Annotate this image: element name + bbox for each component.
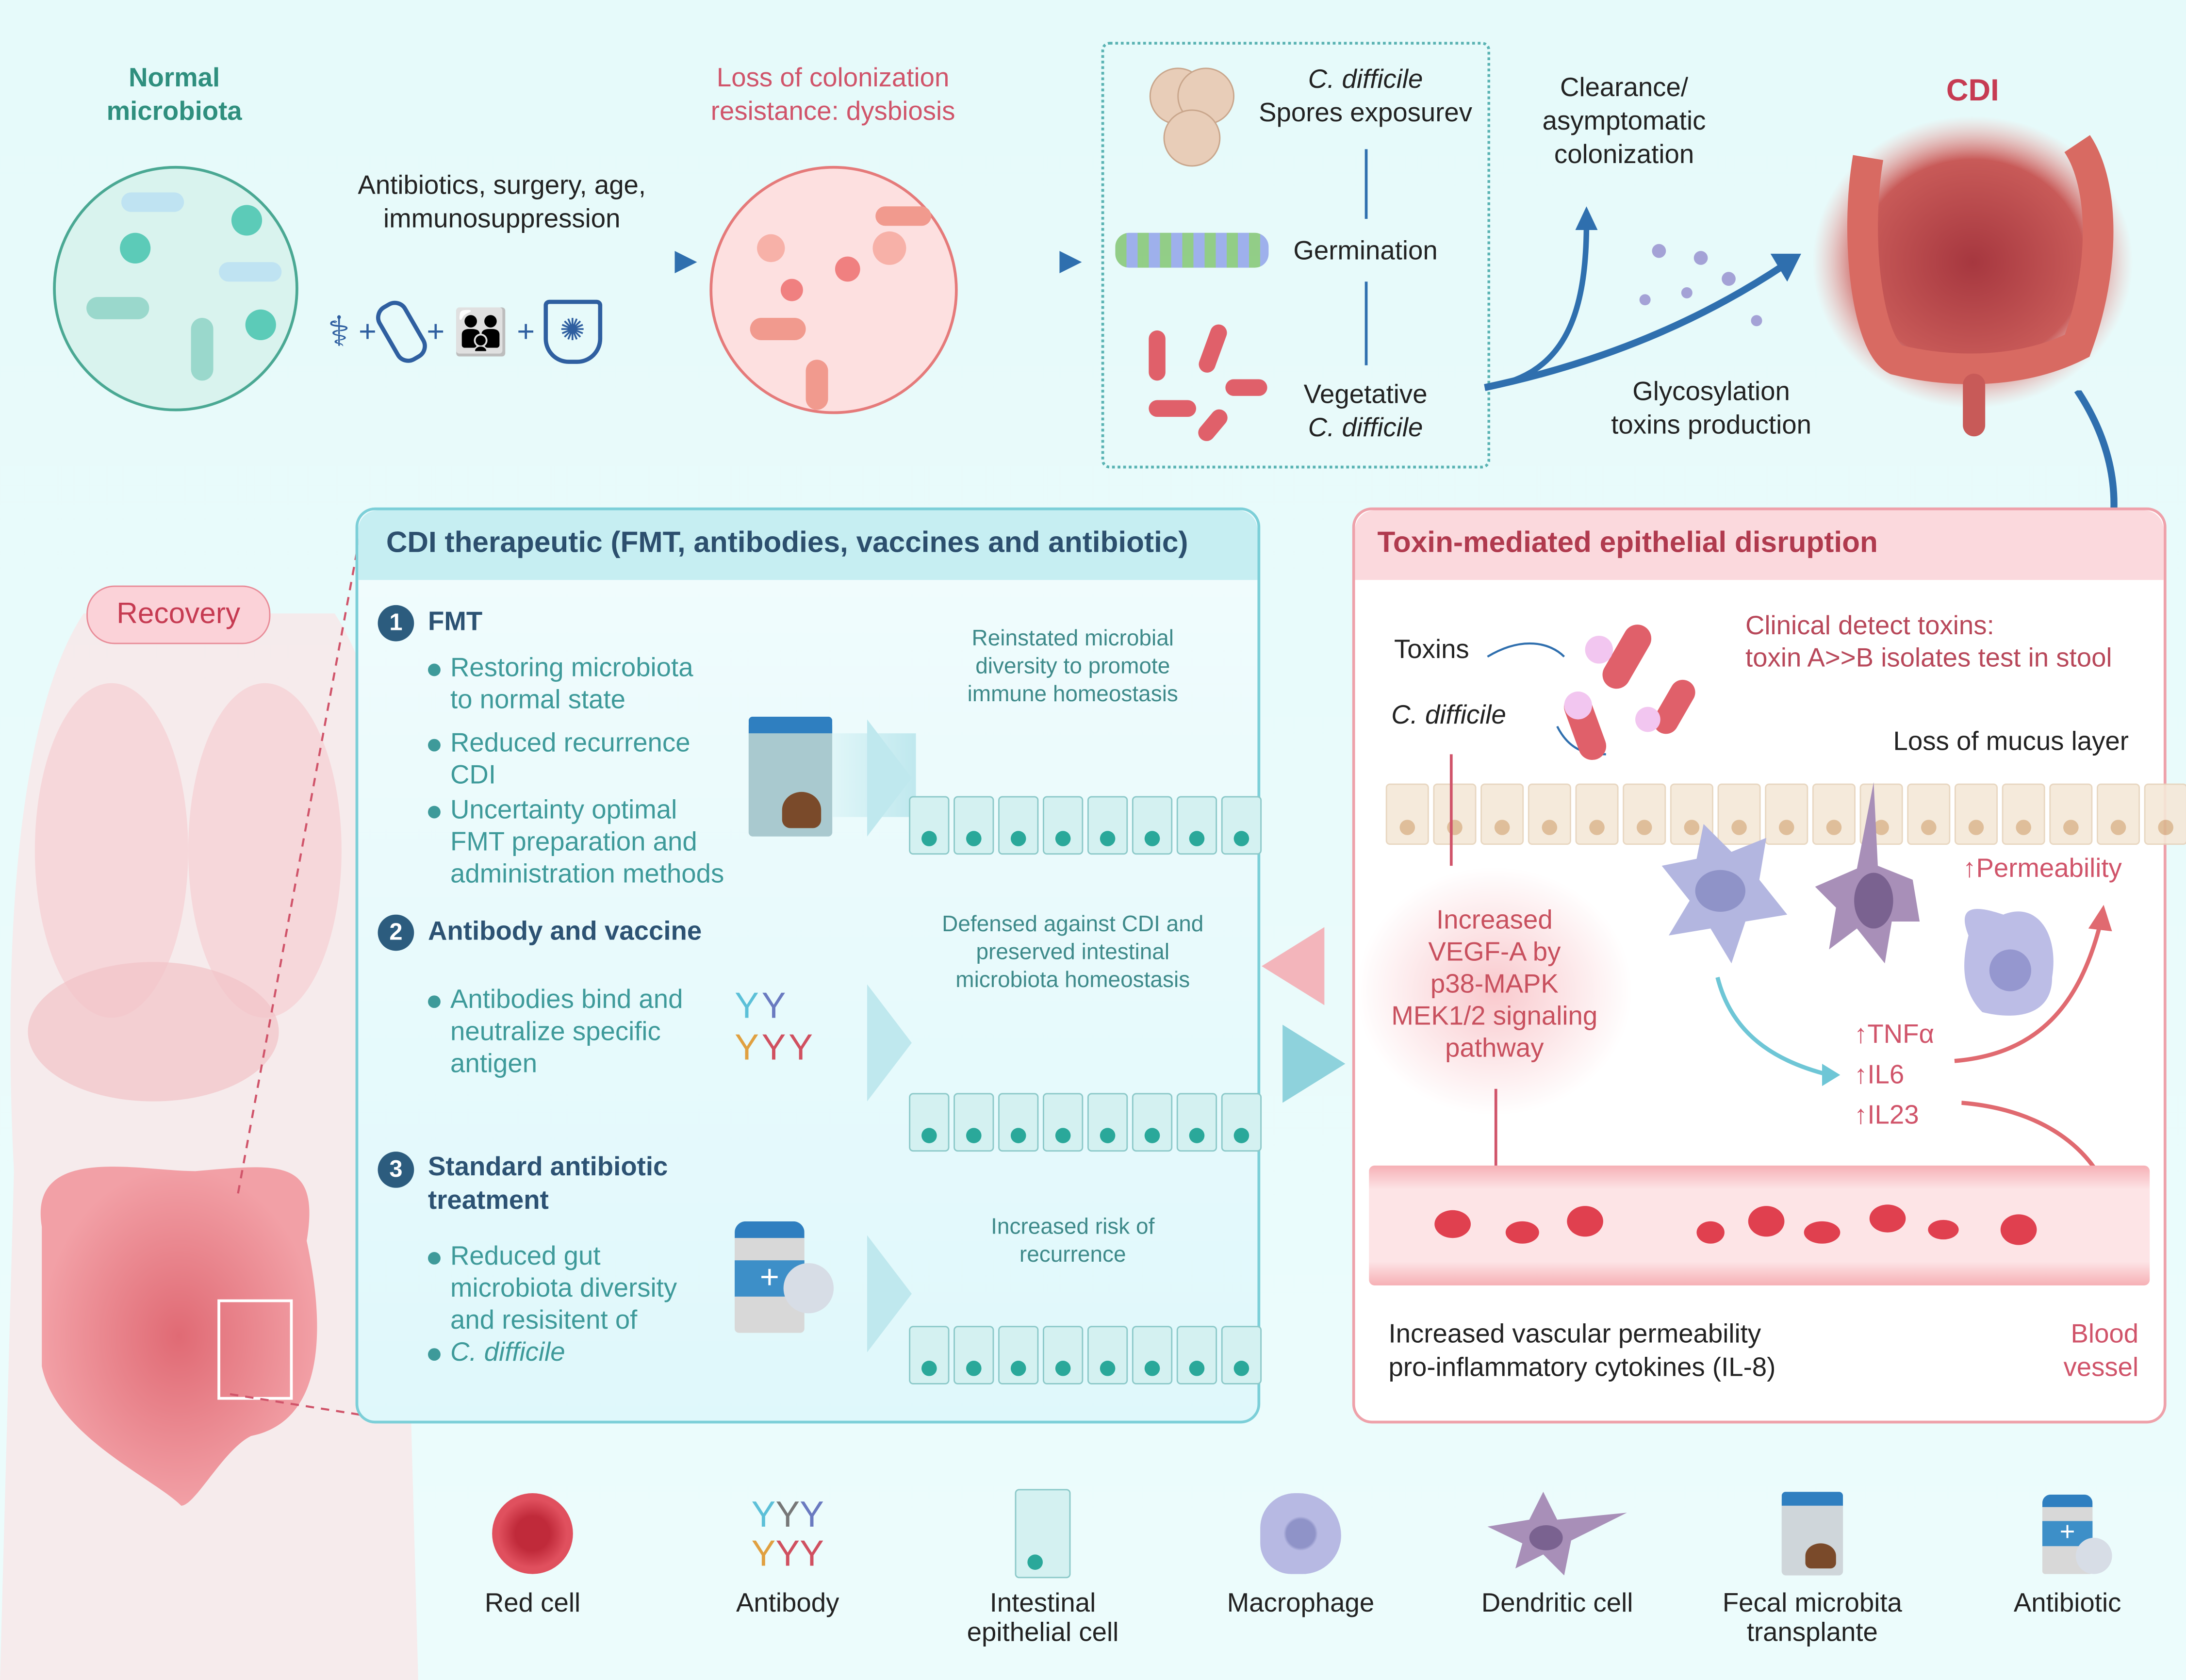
plus: + [359,313,377,349]
bullet: Restoring microbiota to normal state [428,653,724,717]
clinical-detection-text: Clinical detect toxins: toxin A>>B isola… [1745,612,2112,674]
legend-macrophage: Macrophage [1182,1478,1419,1620]
bullet: Uncertainty optimal FMT preparation and … [428,795,724,891]
epithelium-protected [909,1093,1262,1152]
section-fmt: 1 FMT Restoring microbiota to normal stat… [378,605,724,891]
vegetative-bacteria-icon [1149,324,1267,441]
causes-label: Antibiotics, surgery, age, immunosuppres… [358,171,646,234]
antibiotic-icon: + [2042,1494,2112,1574]
cytokine-il6: ↑IL6 [1854,1061,1905,1090]
zoom-guide-lines [230,536,363,1416]
cytokines-list: ↑TNFα ↑IL6 ↑IL23 [1854,1015,1934,1136]
arrow-down [1449,754,1453,866]
epithelium-healthy [909,796,1262,855]
outcome-text: Reinstated microbial diversity to promot… [967,627,1178,707]
arrow-right [976,251,1082,274]
vegf-text: Increased VEGF-A by p38-MAPK MEK1/2 sign… [1391,906,1598,1064]
bullet-species: C. difficile [428,1337,677,1369]
recovery-label: Recovery [86,585,271,644]
section-title: Antibody and vaccine [428,917,702,947]
arrow-down [1494,1088,1497,1201]
section-antibiotic: 3 Standard antibiotic treatment Reduced g… [378,1152,677,1369]
clearance-label: Clearance/ asymptomatic colonization [1542,74,1706,170]
legend-dendritic-cell: Dendritic cell [1439,1478,1676,1620]
therapeutic-title: CDI therapeutic (FMT, antibodies, vaccin… [386,527,1188,560]
fecal-jar-icon [1781,1492,1843,1576]
outcome-arrows [1484,206,1801,391]
virus-shield-icon: ✺ [543,299,602,364]
arrow-left [1262,927,1325,1005]
arrow-down [1364,149,1368,219]
immune-cells [1661,782,2112,1087]
family-icon: 👪 [453,307,509,357]
dendritic-cell-icon [1487,1492,1627,1576]
arrow-right [1282,1024,1346,1103]
spores-icon [1149,67,1235,167]
pill-icon [783,1263,834,1314]
plus: + [517,313,535,349]
cdifficile-label: C. difficile [1391,701,1506,731]
toxins-label: Toxins [1394,636,1469,665]
germination-icon [1115,232,1269,268]
outcome-text: Defensed against CDI and preserved intes… [942,913,1204,993]
legend-epithelial-cell: Intestinal epithelial cell [924,1478,1161,1648]
legend-fecal-transplant: Fecal microbita transplante [1694,1478,1931,1648]
cytokine-il23: ↑IL23 [1854,1101,1919,1131]
section-title: Standard antibiotic treatment [428,1153,668,1216]
red-cell-icon [492,1493,573,1574]
epithelial-cell-icon [1015,1489,1071,1579]
legend-red-cell: Red cell [414,1478,651,1620]
epithelium-disrupted [909,1326,1262,1384]
macrophage-icon [1260,1493,1341,1574]
cdi-label: CDI [1946,72,1999,108]
inflamed-intestine-icon [1812,115,2133,437]
germination-label: Germination [1293,237,1438,266]
plus: + [427,313,445,349]
fecal-jar-icon [748,716,833,837]
section-number: 2 [378,914,414,951]
toxin-title: Toxin-mediated epithelial disruption [1377,527,1878,560]
outcome-text: Increased risk of recurrence [991,1216,1155,1268]
vascular-permeability-text: Increased vascular permeability pro-infl… [1388,1320,1776,1384]
dysbiosis-label: Loss of colonization resistance: dysbios… [710,64,955,127]
therapeutic-panel: CDI therapeutic (FMT, antibodies, vaccin… [355,507,1262,1424]
pill-icon [371,296,432,368]
vegetative-species: C. difficile [1308,414,1423,444]
permeability-label: ↑Permeability [1963,855,2122,884]
cytokine-tnfa: ↑TNFα [1854,1021,1935,1050]
epithelium-layer [1385,783,2186,845]
mucus-label: Loss of mucus layer [1893,727,2129,758]
section-title: FMT [428,608,483,637]
legend-antibiotic: +Antibiotic [1949,1478,2186,1620]
section-antibody: 2 Antibody and vaccine Antibodies bind an… [378,914,702,1081]
human-body-illustration [0,613,418,1680]
normal-microbiota-circle [53,165,298,412]
toxin-panel: Toxin-mediated epithelial disruption Tox… [1352,507,2186,1424]
blood-vessel [1369,1165,2150,1285]
arrow-right [318,251,697,274]
dysbiosis-circle [709,165,958,414]
vegf-glow [1355,866,1634,1117]
bullet: Reduced gut microbiota diversity and res… [428,1241,677,1337]
blood-vessel-label: Blood vessel [2063,1320,2139,1384]
doctor-icon: ⚕ [328,309,350,355]
vegetative-label: Vegetative [1303,380,1428,410]
spores-label: Spores exposurev [1259,99,1473,129]
bullet: Antibodies bind and neutralize specific … [428,984,702,1080]
red-cells [1434,1204,2037,1245]
spores-species: C. difficile [1308,66,1423,95]
section-number: 1 [378,605,414,642]
section-number: 3 [378,1152,414,1188]
glycosylation-label: Glycosylation toxins production [1611,378,1811,441]
arrow-down [1364,281,1368,365]
normal-microbiota-label: Normal microbiota [106,64,242,127]
toxin-releasing-bacteria [1487,625,1695,760]
bullet: Reduced recurrence CDI [428,728,724,792]
